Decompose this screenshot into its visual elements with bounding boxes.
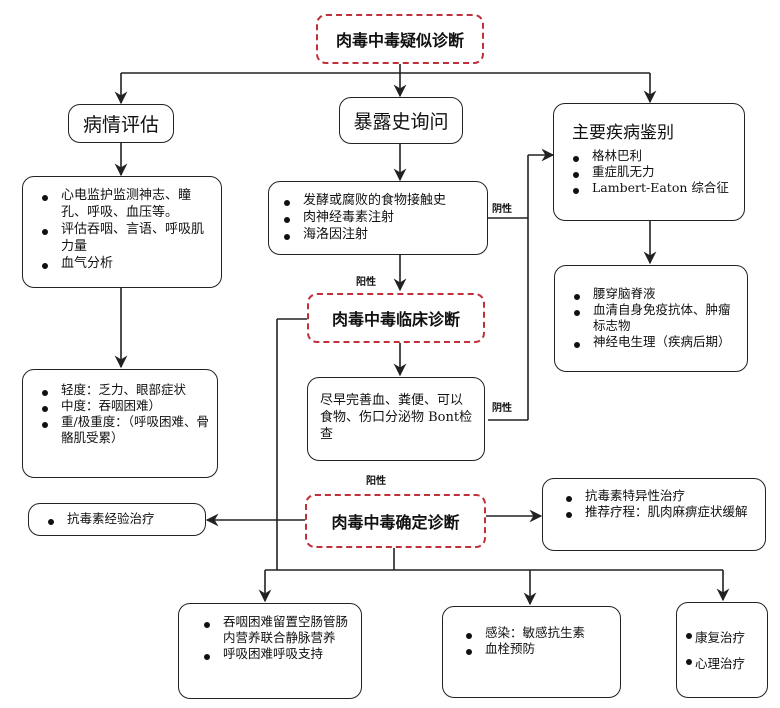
clinical-diagnosis-node: 肉毒中毒临床诊断 <box>307 293 485 343</box>
list-item: 呼吸困难呼吸支持 <box>195 646 353 662</box>
clinical-tests-box: 尽早完善血、粪便、可以食物、伤口分泌物 Bont检查 <box>307 377 485 461</box>
differential-list: 格林巴利 重症肌无力 Lambert-Eaton 综合征 <box>564 148 730 196</box>
list-item: 吞咽困难留置空肠管肠内营养联合静脉营养 <box>195 614 353 646</box>
list-item: 血清自身免疫抗体、肿瘤标志物 <box>565 302 737 334</box>
list-item: Lambert-Eaton 综合征 <box>564 180 730 196</box>
list-item: 格林巴利 <box>564 148 730 164</box>
list-item: 腰穿脑脊液 <box>565 286 737 302</box>
suspected-diagnosis-node: 肉毒中毒疑似诊断 <box>316 14 484 64</box>
list-item: 感染：敏感抗生素 <box>457 625 612 641</box>
list-item: 心电监护监测神志、瞳孔、呼吸、血压等。 <box>33 187 211 221</box>
tests-list: 腰穿脑脊液 血清自身免疫抗体、肿瘤标志物 神经电生理（疾病后期） <box>565 286 737 350</box>
list-item: 血气分析 <box>33 255 211 272</box>
infection-list: 感染：敏感抗生素 血栓预防 <box>457 625 612 657</box>
empirical-treatment-box: 抗毒素经验治疗 <box>28 503 206 536</box>
differential-diagnosis-node: 主要疾病鉴别 格林巴利 重症肌无力 Lambert-Eaton 综合征 <box>553 103 745 221</box>
list-item: 抗毒素特异性治疗 <box>557 488 755 504</box>
list-item: 发酵或腐败的食物接触史 <box>275 192 477 209</box>
label-negative: 阴性 <box>492 204 512 215</box>
assessment-node: 病情评估 <box>68 104 174 143</box>
exposure-list: 发酵或腐败的食物接触史 肉神经毒素注射 海洛因注射 <box>275 192 477 243</box>
specific-treatment-box: 抗毒素特异性治疗 推荐疗程：肌肉麻痹症状缓解 <box>542 478 766 551</box>
assessment-items-box: 心电监护监测神志、瞳孔、呼吸、血压等。 评估吞咽、言语、呼吸肌力量 血气分析 <box>22 176 222 288</box>
list-item: 抗毒素经验治疗 <box>39 511 197 527</box>
specific-list: 抗毒素特异性治疗 推荐疗程：肌肉麻痹症状缓解 <box>557 488 755 520</box>
support-list: 吞咽困难留置空肠管肠内营养联合静脉营养 呼吸困难呼吸支持 <box>195 614 353 662</box>
list-item: 中度：吞咽困难） <box>33 398 209 414</box>
differential-title: 主要疾病鉴别 <box>572 123 674 143</box>
label-positive: 阳性 <box>366 476 386 487</box>
list-item: 海洛因注射 <box>275 226 477 243</box>
list-item: 血栓预防 <box>457 641 612 657</box>
supportive-care-box: 吞咽困难留置空肠管肠内营养联合静脉营养 呼吸困难呼吸支持 <box>178 603 362 699</box>
severity-list: 轻度：乏力、眼部症状 中度：吞咽困难） 重/极重度：（呼吸困难、骨骼肌受累） <box>33 382 209 446</box>
infection-prevention-box: 感染：敏感抗生素 血栓预防 <box>442 606 621 698</box>
rehabilitation-box: 康复治疗 心理治疗 <box>676 602 768 698</box>
list-item: 康复治疗 <box>677 625 763 651</box>
exposure-items-box: 发酵或腐败的食物接触史 肉神经毒素注射 海洛因注射 <box>268 181 488 255</box>
rehab-list: 康复治疗 心理治疗 <box>677 625 763 677</box>
list-item: 轻度：乏力、眼部症状 <box>33 382 209 398</box>
clinical-tests-text: 尽早完善血、粪便、可以食物、伤口分泌物 Bont检查 <box>320 393 473 442</box>
confirmed-diagnosis-node: 肉毒中毒确定诊断 <box>305 494 486 548</box>
list-item: 重症肌无力 <box>564 164 730 180</box>
assessment-list: 心电监护监测神志、瞳孔、呼吸、血压等。 评估吞咽、言语、呼吸肌力量 血气分析 <box>33 187 211 272</box>
tests-box: 腰穿脑脊液 血清自身免疫抗体、肿瘤标志物 神经电生理（疾病后期） <box>554 265 748 372</box>
exposure-history-node: 暴露史询问 <box>339 97 463 144</box>
list-item: 重/极重度：（呼吸困难、骨骼肌受累） <box>33 414 209 446</box>
list-item: 神经电生理（疾病后期） <box>565 334 737 350</box>
list-item: 心理治疗 <box>677 651 763 677</box>
list-item: 肉神经毒素注射 <box>275 209 477 226</box>
list-item: 评估吞咽、言语、呼吸肌力量 <box>33 221 211 255</box>
label-negative: 阴性 <box>492 403 512 414</box>
list-item: 推荐疗程：肌肉麻痹症状缓解 <box>557 504 755 520</box>
empirical-list: 抗毒素经验治疗 <box>39 511 197 527</box>
label-positive: 阳性 <box>356 277 376 288</box>
severity-box: 轻度：乏力、眼部症状 中度：吞咽困难） 重/极重度：（呼吸困难、骨骼肌受累） <box>22 369 218 478</box>
